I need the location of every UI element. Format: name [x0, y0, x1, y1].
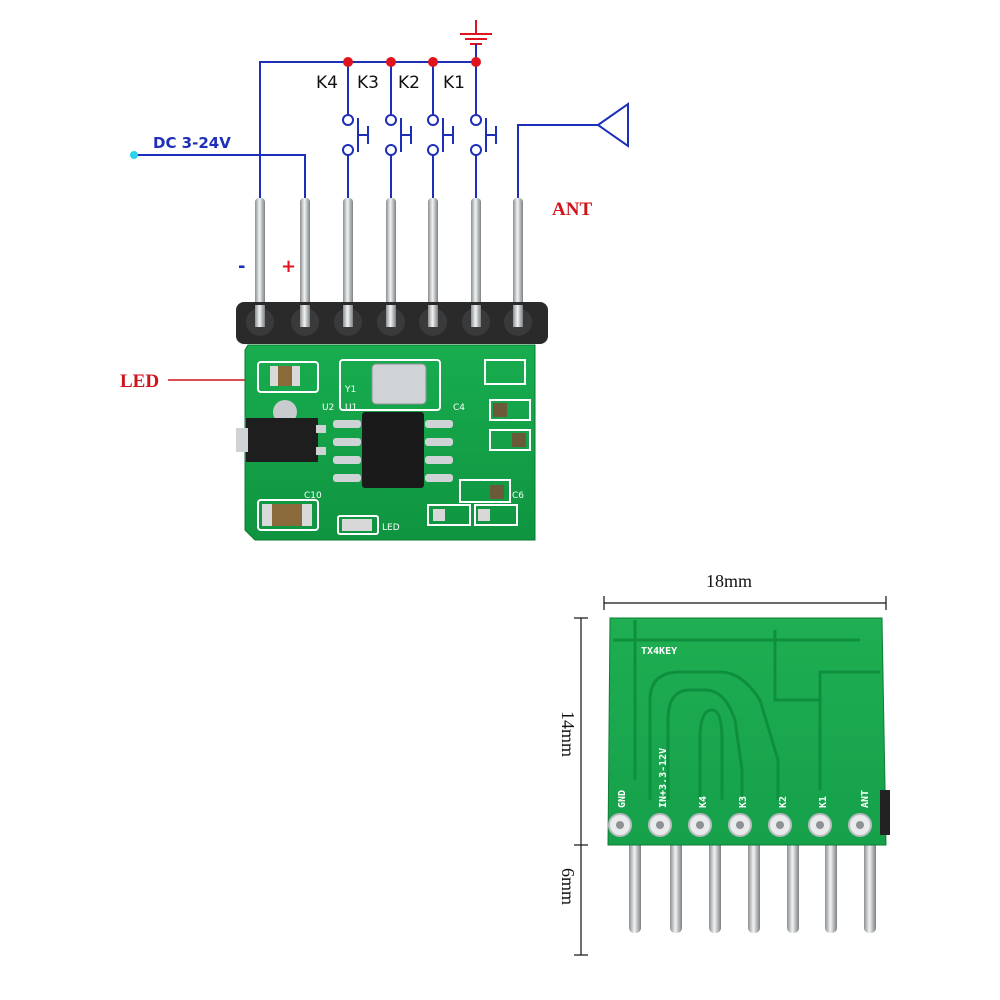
silkscreen-outlines [257, 359, 531, 535]
height-dimension: 14mm [558, 711, 578, 757]
push-button-k4 [342, 114, 369, 156]
pin-label-ant: ANT [860, 790, 871, 808]
key-label-k2: K2 [398, 73, 420, 93]
pin-label-k2: K2 [778, 796, 789, 808]
pin-label-k3: K3 [738, 796, 749, 808]
junction-dots [343, 57, 481, 67]
silk-u1: U1 [345, 403, 357, 413]
chip-u1 [362, 412, 424, 488]
pin-label-k4: K4 [698, 796, 709, 808]
dimension-lines [574, 596, 887, 956]
crystal-y1 [371, 363, 427, 405]
silk-y1: Y1 [344, 385, 356, 395]
front-header-housing [236, 302, 548, 344]
led-label: LED [120, 371, 159, 392]
pin-label-k1: K1 [818, 796, 829, 808]
silk-u2: U2 [322, 403, 334, 413]
push-button-k3 [385, 114, 412, 156]
plus-sign: + [281, 256, 296, 277]
key-label-k3: K3 [357, 73, 379, 93]
silk-led: LED [382, 523, 400, 533]
back-pcb [607, 617, 887, 846]
back-traces [613, 620, 880, 800]
silk-c4: C4 [453, 403, 465, 413]
front-header-pins [255, 198, 523, 328]
pin-labels: GND IN+3.3-12V K4 K3 K2 K1 ANT [617, 748, 871, 808]
components [236, 363, 526, 531]
ground-icon [460, 20, 492, 45]
pin-length-dimension: 6mm [558, 868, 578, 905]
antenna-label: ANT [552, 199, 592, 220]
supply-label: DC 3-24V [153, 134, 231, 152]
width-dimension: 18mm [706, 571, 752, 591]
push-button-k1 [470, 114, 497, 156]
back-solder-pads [608, 813, 872, 837]
schematic: K4 K3 K2 K1 DC 3-24V ANT - + LED [120, 20, 629, 392]
minus-sign: - [238, 256, 245, 277]
silk-c6: C6 [512, 491, 524, 501]
supply-terminal-dot [130, 151, 138, 159]
wires [135, 44, 629, 200]
model-label: TX4KEY [641, 646, 677, 657]
front-board: Y1 U1 U2 C4 C6 C10 LED [236, 198, 548, 541]
silk-c10: C10 [304, 491, 322, 501]
pin-label-gnd: GND [617, 790, 628, 808]
push-button-k2 [427, 114, 454, 156]
back-header-pins [629, 835, 876, 933]
key-label-k4: K4 [316, 73, 338, 93]
regulator [246, 418, 318, 462]
pin-label-in: IN+3.3-12V [658, 748, 669, 808]
back-board: TX4KEY GND IN+3.3-12V K4 K3 K2 K1 ANT 18… [558, 571, 890, 956]
key-label-k1: K1 [443, 73, 465, 93]
